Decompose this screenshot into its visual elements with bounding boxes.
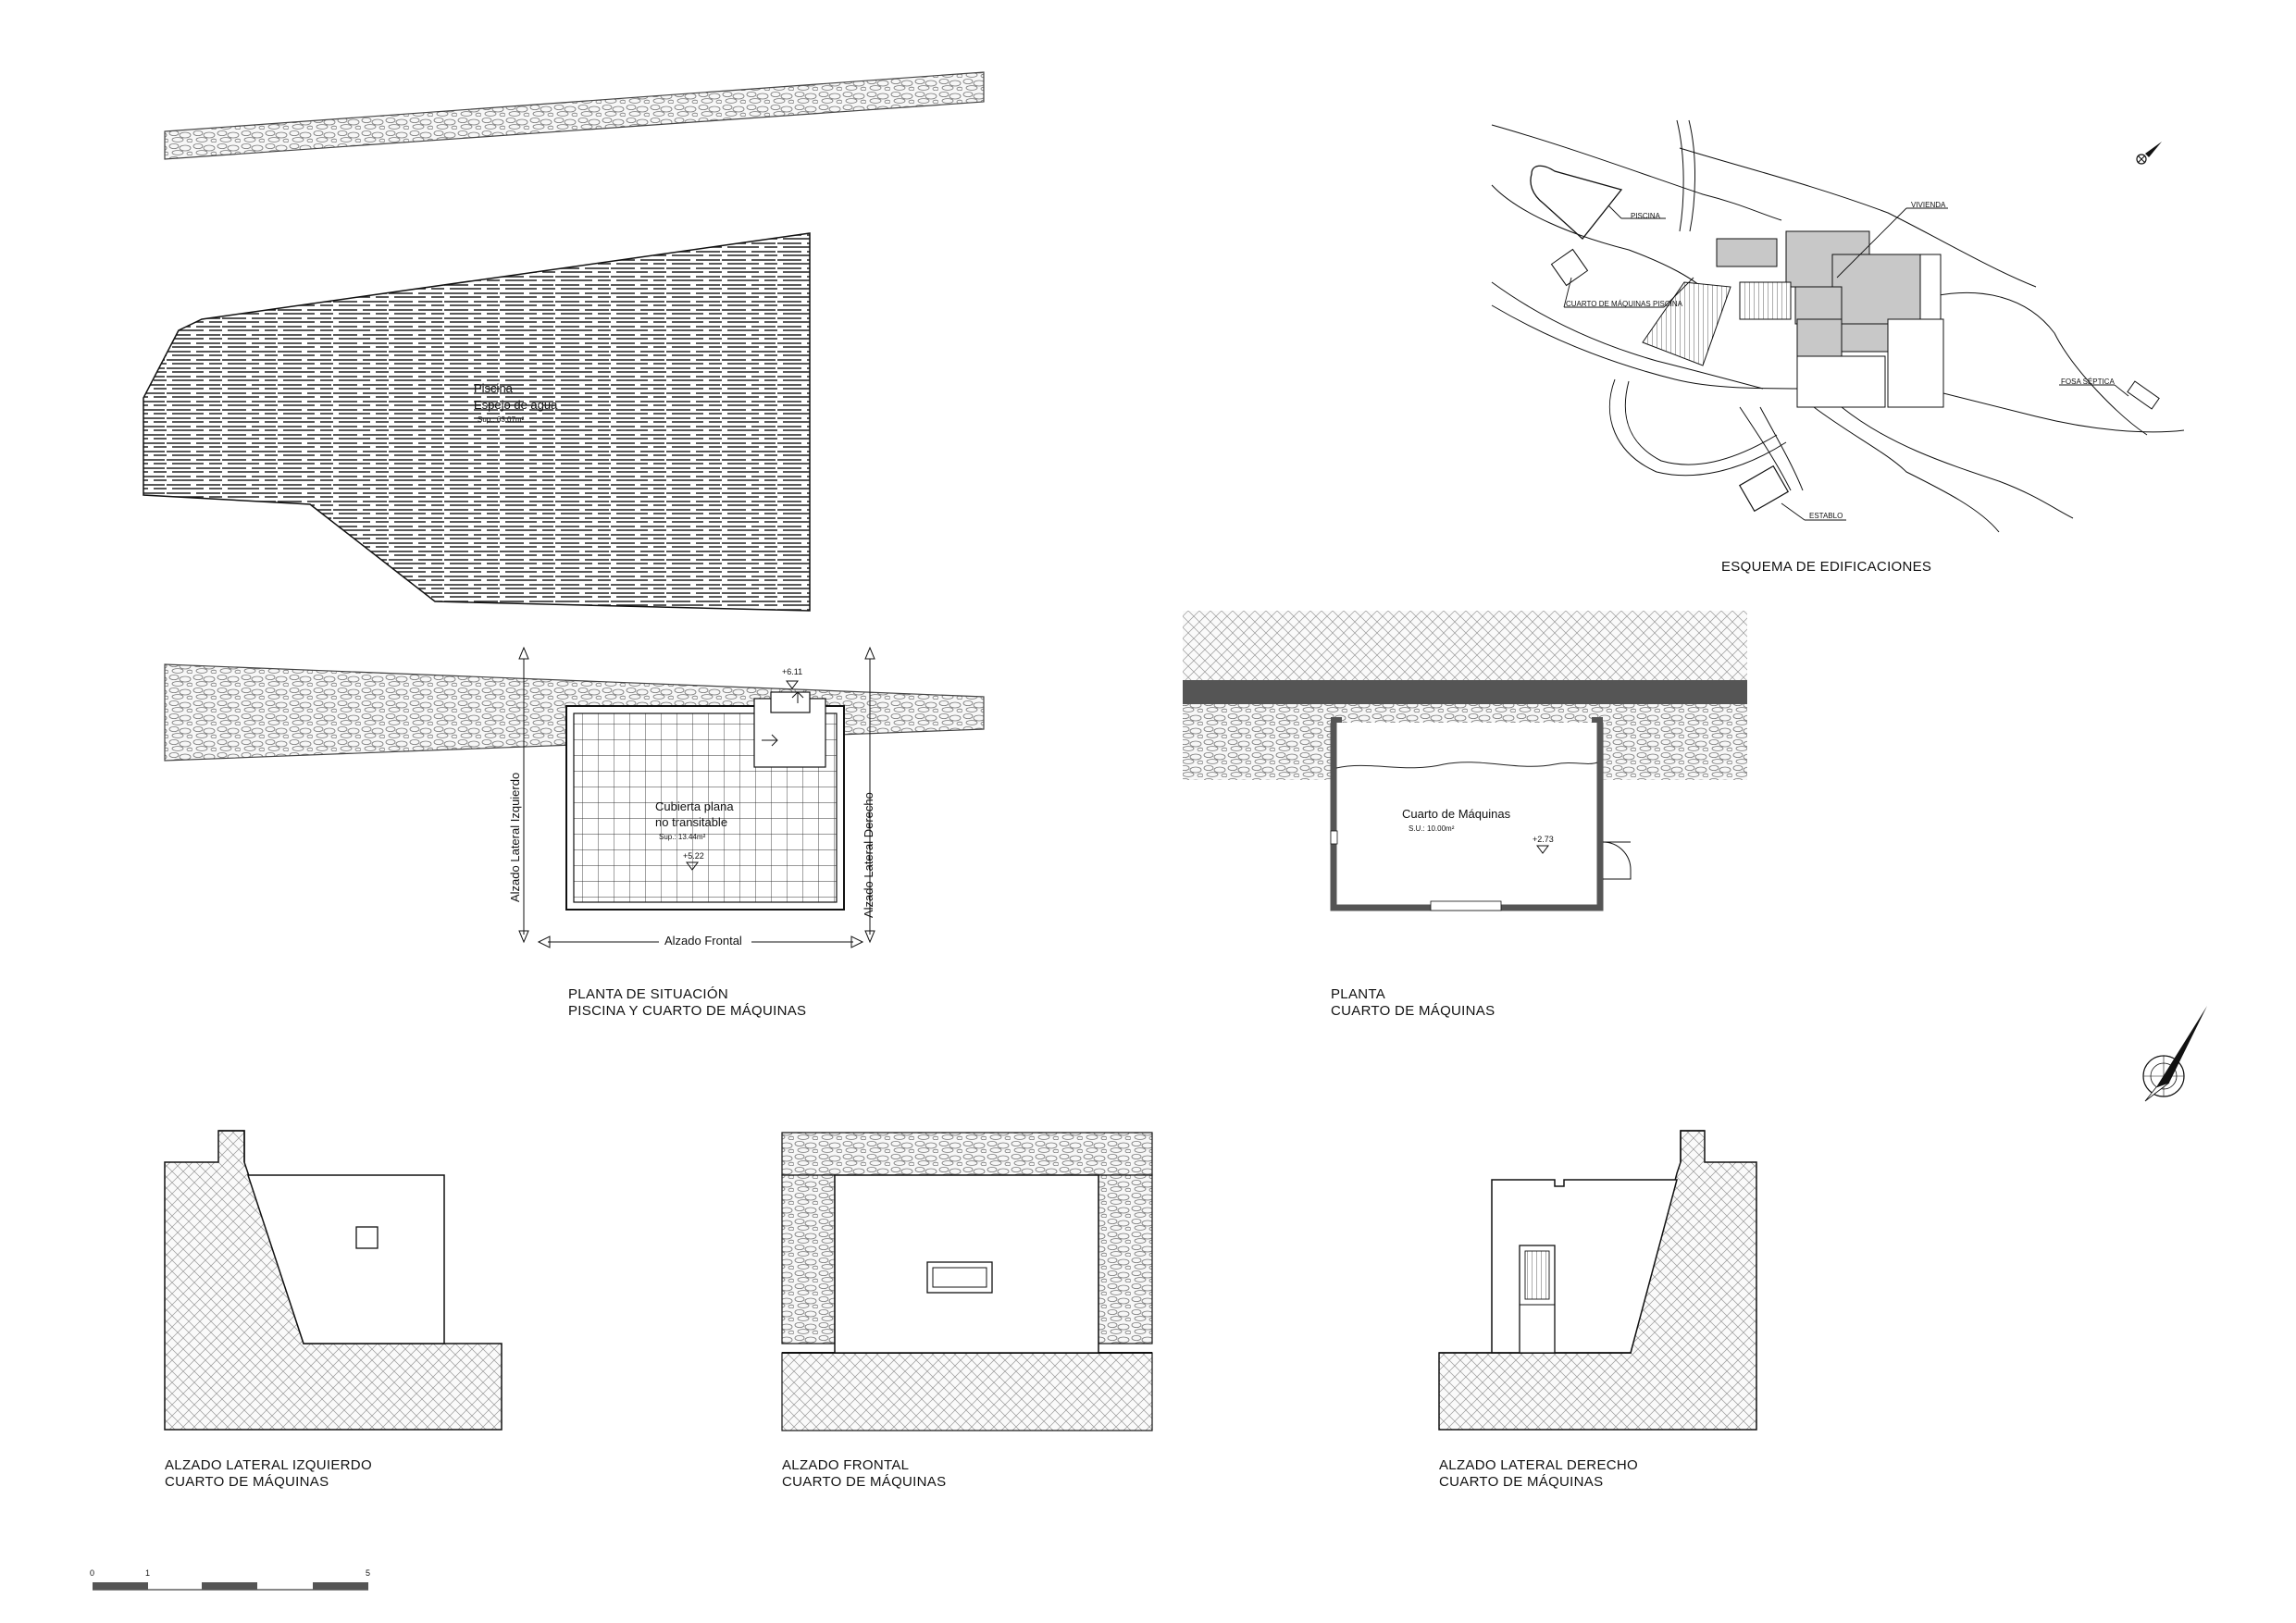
elev-front-ground <box>781 1352 1153 1431</box>
scheme-machine-room <box>1550 248 1589 287</box>
label-alzado-izquierdo: Alzado Lateral Izquierdo <box>508 773 522 902</box>
elev-left-title-2: CUARTO DE MÁQUINAS <box>165 1474 329 1490</box>
site-plan-title-2: PISCINA Y CUARTO DE MÁQUINAS <box>568 1003 806 1019</box>
elev-left-title-1: ALZADO LATERAL IZQUIERDO <box>165 1457 372 1473</box>
elev-front-stone-right <box>1098 1174 1153 1344</box>
scheme-title: ESQUEMA DE EDIFICACIONES <box>1721 559 1931 575</box>
elev-front-title-2: CUARTO DE MÁQUINAS <box>782 1474 946 1490</box>
room-area: S.U.: 10.00m² <box>1409 824 1455 833</box>
roof-elev: +5.22 <box>683 851 704 861</box>
room-plan-walls <box>1331 723 1603 908</box>
scheme-label-fosa: FOSA SÉPTICA <box>2061 378 2115 386</box>
building-scheme: PISCINA VIVIENDA CUARTO DE MÁQUINAS PISC… <box>1491 119 2185 575</box>
elev-left-vent <box>355 1226 379 1249</box>
room-plan-title-1: PLANTA <box>1331 986 1385 1002</box>
elev-front-window <box>926 1261 993 1294</box>
scale-bar: 0 1 5 <box>90 1568 370 1591</box>
roof-name: Cubierta plana <box>655 799 734 813</box>
elev-front-title-1: ALZADO FRONTAL <box>782 1457 909 1473</box>
north-arrow-icon <box>2136 142 2162 165</box>
elevation-right: ALZADO LATERAL DERECHO CUARTO DE MÁQUINA… <box>1438 1130 1757 1490</box>
machine-room-plan: Cuarto de Máquinas S.U.: 10.00m² +2.73 P… <box>1183 611 1747 1019</box>
pool-desc: Espejo de agua <box>474 398 558 412</box>
label-alzado-frontal: Alzado Frontal <box>664 934 742 948</box>
elev-right-title-2: CUARTO DE MÁQUINAS <box>1439 1474 1603 1490</box>
room-name: Cuarto de Máquinas <box>1402 807 1511 821</box>
pool-name: Piscina <box>474 381 514 395</box>
room-plan-front-opening <box>1430 900 1502 911</box>
scheme-label-cuarto: CUARTO DE MÁQUINAS PISCINA <box>1566 300 1683 308</box>
scale-tick-5: 5 <box>366 1568 370 1578</box>
scheme-stable <box>1738 465 1790 513</box>
pool-water-surface <box>143 232 811 612</box>
scheme-pool <box>1530 165 1623 240</box>
scheme-house <box>1716 230 1944 408</box>
room-plan-ground-upper <box>1183 611 1747 680</box>
scheme-stairs <box>1642 281 1731 366</box>
pool-plan: Piscina Espejo de agua Sup.: 63.07m² <box>143 71 985 612</box>
room-plan-slab <box>1183 680 1747 704</box>
top-stone-wall <box>164 71 985 160</box>
room-elev: +2.73 <box>1533 835 1554 844</box>
elevation-front: ALZADO FRONTAL CUARTO DE MÁQUINAS <box>781 1132 1153 1490</box>
elev-top: +6.11 <box>782 667 802 676</box>
label-alzado-derecho: Alzado Lateral Derecho <box>862 792 875 918</box>
scheme-label-vivienda: VIVIENDA <box>1911 201 1946 209</box>
scale-tick-1: 1 <box>145 1568 150 1578</box>
elev-left-wall <box>246 1174 445 1344</box>
pool-area: Sup.: 63.07m² <box>478 415 525 424</box>
roof-hatch <box>770 691 811 713</box>
roof-area: Sup.: 13.44m² <box>659 833 706 841</box>
site-plan: +6.11 Cubierta plana no transitable Sup.… <box>164 646 985 1019</box>
room-plan-title-2: CUARTO DE MÁQUINAS <box>1331 1003 1495 1019</box>
elev-right-shutter <box>1524 1250 1550 1300</box>
site-plan-title-1: PLANTA DE SITUACIÓN <box>568 986 728 1002</box>
elev-front-stone-left <box>781 1174 836 1344</box>
compass-rose-icon <box>2142 1006 2207 1102</box>
scheme-label-piscina: PISCINA <box>1631 212 1661 220</box>
room-plan-door <box>1602 841 1632 880</box>
scheme-septic-tank <box>2127 380 2160 410</box>
elev-left-ground <box>164 1130 503 1431</box>
elevation-left: ALZADO LATERAL IZQUIERDO CUARTO DE MÁQUI… <box>164 1130 503 1490</box>
scale-tick-0: 0 <box>90 1568 94 1578</box>
roof-desc: no transitable <box>655 815 727 829</box>
elev-right-ground <box>1438 1130 1757 1431</box>
scheme-label-establo: ESTABLO <box>1809 512 1843 520</box>
elev-right-title-1: ALZADO LATERAL DERECHO <box>1439 1457 1638 1473</box>
elev-front-stone-top <box>781 1132 1153 1176</box>
